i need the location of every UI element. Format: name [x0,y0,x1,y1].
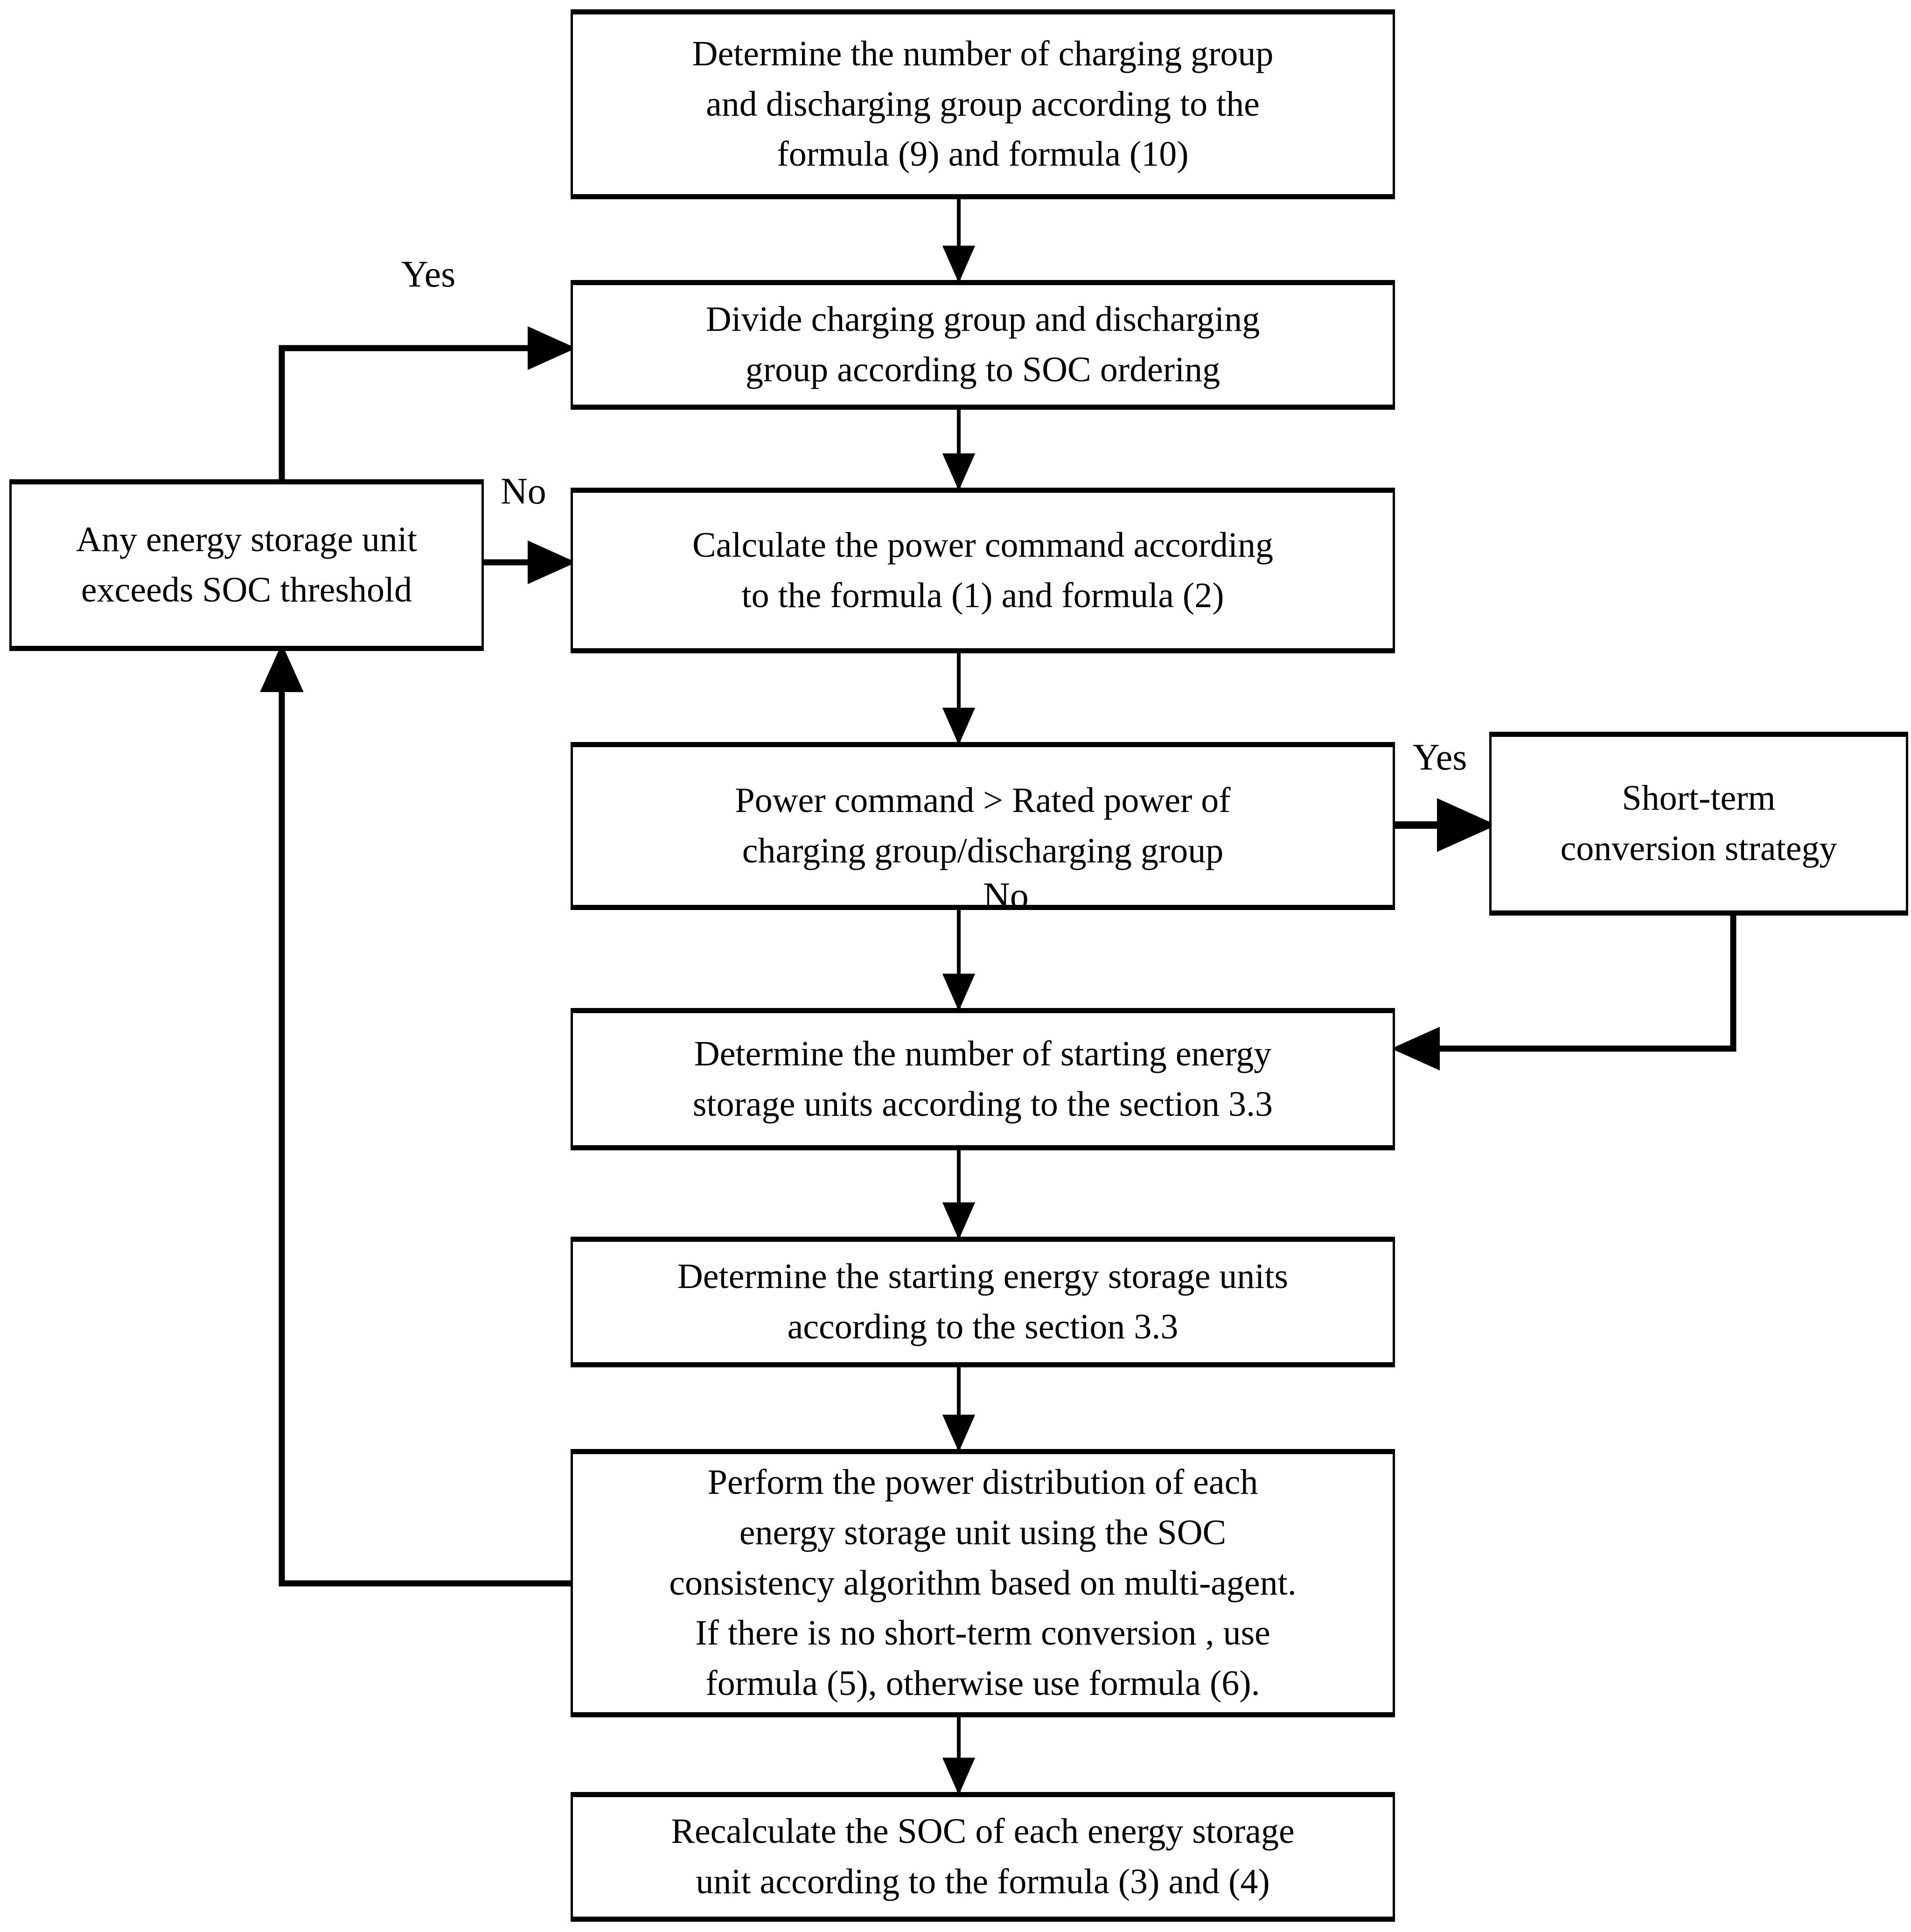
edge-shortterm-to-unitcount-path [1404,916,1737,1052]
node-calculate-power-command[interactable]: Calculate the power command according to… [571,488,1395,653]
edge-feedback-path [279,656,571,1587]
node-soc-threshold-decision-label: Any energy storage unit exceeds SOC thre… [76,520,417,609]
edge-label-soc-no: No [501,471,546,512]
node-power-command-decision-label: Power command > Rated power of charging … [735,781,1231,870]
node-determine-group-count[interactable]: Determine the number of charging group a… [571,9,1395,199]
node-calculate-power-command-label: Calculate the power command according to… [692,525,1274,615]
node-determine-starting-units-label: Determine the starting energy storage un… [677,1257,1289,1346]
node-soc-threshold-decision[interactable]: Any energy storage unit exceeds SOC thre… [9,479,484,651]
node-determine-starting-units[interactable]: Determine the starting energy storage un… [571,1237,1395,1367]
node-divide-groups-label: Divide charging group and discharging gr… [705,300,1260,389]
edge-soc-yes-path [279,345,564,482]
node-power-command-decision[interactable]: Power command > Rated power of charging … [571,742,1395,910]
edge-label-soc-yes: Yes [401,254,456,295]
node-recalculate-soc-label: Recalculate the SOC of each energy stora… [671,1812,1295,1901]
edge-label-power-yes: Yes [1413,737,1467,778]
node-short-term-conversion-label: Short-term conversion strategy [1560,778,1837,868]
edge-label-power-no: No [983,875,1029,917]
node-short-term-conversion[interactable]: Short-term conversion strategy [1489,732,1908,916]
node-determine-unit-count[interactable]: Determine the number of starting energy … [571,1008,1395,1150]
node-determine-unit-count-label: Determine the number of starting energy … [692,1034,1273,1124]
node-perform-power-distribution-label: Perform the power distribution of each e… [669,1462,1297,1703]
node-divide-groups[interactable]: Divide charging group and discharging gr… [571,280,1395,410]
node-recalculate-soc[interactable]: Recalculate the SOC of each energy stora… [571,1792,1395,1922]
node-determine-group-count-label: Determine the number of charging group a… [692,34,1274,174]
node-perform-power-distribution[interactable]: Perform the power distribution of each e… [571,1449,1395,1717]
